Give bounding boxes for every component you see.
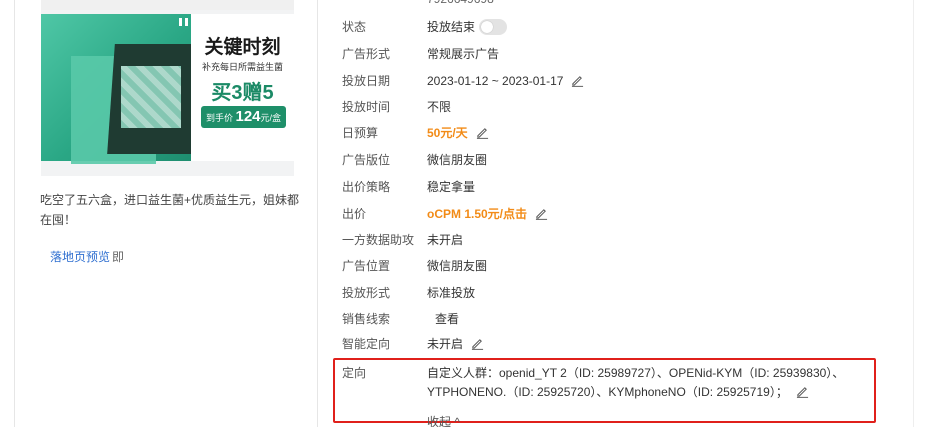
- targeting-label: 定向: [342, 366, 367, 380]
- budget-value-wrap: 50元/天: [427, 125, 489, 141]
- smart-label: 智能定向: [342, 337, 391, 351]
- placement-value: 微信朋友圈: [427, 153, 488, 167]
- ad-description: 吃空了五六盒，进口益生菌+优质益生元，姐妹都在囤！: [40, 193, 300, 227]
- promo-title: 关键时刻: [204, 37, 281, 58]
- landing-preview: 落地页预览即: [50, 248, 124, 265]
- date-value: 2023-01-12 ~ 2023-01-17: [427, 74, 564, 88]
- column-divider: [317, 0, 318, 427]
- position-label: 广告位置: [342, 259, 391, 273]
- status-value-wrap: 投放结束: [427, 19, 508, 35]
- smart-value-wrap: 未开启: [427, 336, 484, 352]
- targeting-highlight-box: [333, 358, 876, 423]
- bid-label: 出价: [342, 207, 367, 221]
- targeting-line-2-wrap: YTPHONENO.（ID: 25925720）、KYMphoneNO（ID: …: [427, 383, 867, 402]
- strategy-label: 出价策略: [342, 180, 391, 194]
- targeting-line-2: YTPHONENO.（ID: 25925720）、KYMphoneNO（ID: …: [427, 385, 788, 399]
- view-leads-link[interactable]: 查看: [435, 312, 460, 326]
- strategy-value: 稳定拿量: [427, 180, 476, 194]
- budget-value: 50元/天: [427, 126, 468, 140]
- time-value: 不限: [427, 100, 452, 114]
- delivery-value: 标准投放: [427, 286, 476, 300]
- pencil-icon[interactable]: [471, 337, 484, 350]
- landing-extra: 即: [112, 250, 125, 264]
- ad-creative-image: 关键时刻 补充每日所需益生菌 买3赠5 到手价 124元/盒: [41, 0, 294, 176]
- promo-subtitle: 补充每日所需益生菌: [201, 62, 283, 72]
- format-label: 广告形式: [342, 47, 391, 61]
- pencil-icon[interactable]: [535, 207, 548, 220]
- decorative-stripes: [179, 18, 199, 26]
- format-value: 常规展示广告: [427, 47, 500, 61]
- price-unit: 元/盒: [260, 113, 282, 123]
- cut-off-top-value: 7926649698: [427, 0, 494, 6]
- status-value: 投放结束: [427, 20, 476, 34]
- status-toggle[interactable]: [479, 19, 508, 35]
- blurred-logo: [121, 66, 181, 128]
- left-divider: [14, 0, 15, 427]
- pencil-icon[interactable]: [476, 126, 489, 139]
- creative-top-strip: [41, 0, 294, 10]
- time-label: 投放时间: [342, 100, 391, 114]
- targeting-value: 自定义人群：openid_YT 2（ID: 25989727）、OPENid-K…: [427, 364, 867, 402]
- targeting-line-1: 自定义人群：openid_YT 2（ID: 25989727）、OPENid-K…: [427, 366, 845, 380]
- position-value: 微信朋友圈: [427, 259, 488, 273]
- pencil-icon[interactable]: [796, 385, 809, 398]
- pencil-icon[interactable]: [571, 74, 584, 87]
- price-value: 124: [235, 108, 261, 125]
- product-image-area: [41, 14, 205, 164]
- price-pill: 到手价 124元/盒: [201, 106, 286, 128]
- budget-label: 日预算: [342, 126, 379, 140]
- date-value-wrap: 2023-01-12 ~ 2023-01-17: [427, 73, 584, 89]
- promo-offer: 买3赠5: [211, 82, 274, 104]
- right-divider: [913, 0, 914, 427]
- leads-label: 销售线索: [342, 312, 391, 326]
- bid-value: oCPM 1.50元/点击: [427, 207, 528, 221]
- placement-label: 广告版位: [342, 153, 391, 167]
- delivery-label: 投放形式: [342, 286, 391, 300]
- bid-value-wrap: oCPM 1.50元/点击: [427, 206, 548, 222]
- status-label: 状态: [342, 20, 367, 34]
- firstparty-value: 未开启: [427, 233, 464, 247]
- price-prefix: 到手价: [205, 113, 233, 123]
- landing-page-preview-link[interactable]: 落地页预览: [50, 250, 111, 264]
- smart-value: 未开启: [427, 337, 464, 351]
- date-label: 投放日期: [342, 74, 391, 88]
- firstparty-label: 一方数据助攻: [342, 233, 415, 247]
- promo-panel: 关键时刻 补充每日所需益生菌 买3赠5 到手价 124元/盒: [191, 14, 294, 161]
- collapse-toggle[interactable]: 收起 ^: [427, 415, 460, 427]
